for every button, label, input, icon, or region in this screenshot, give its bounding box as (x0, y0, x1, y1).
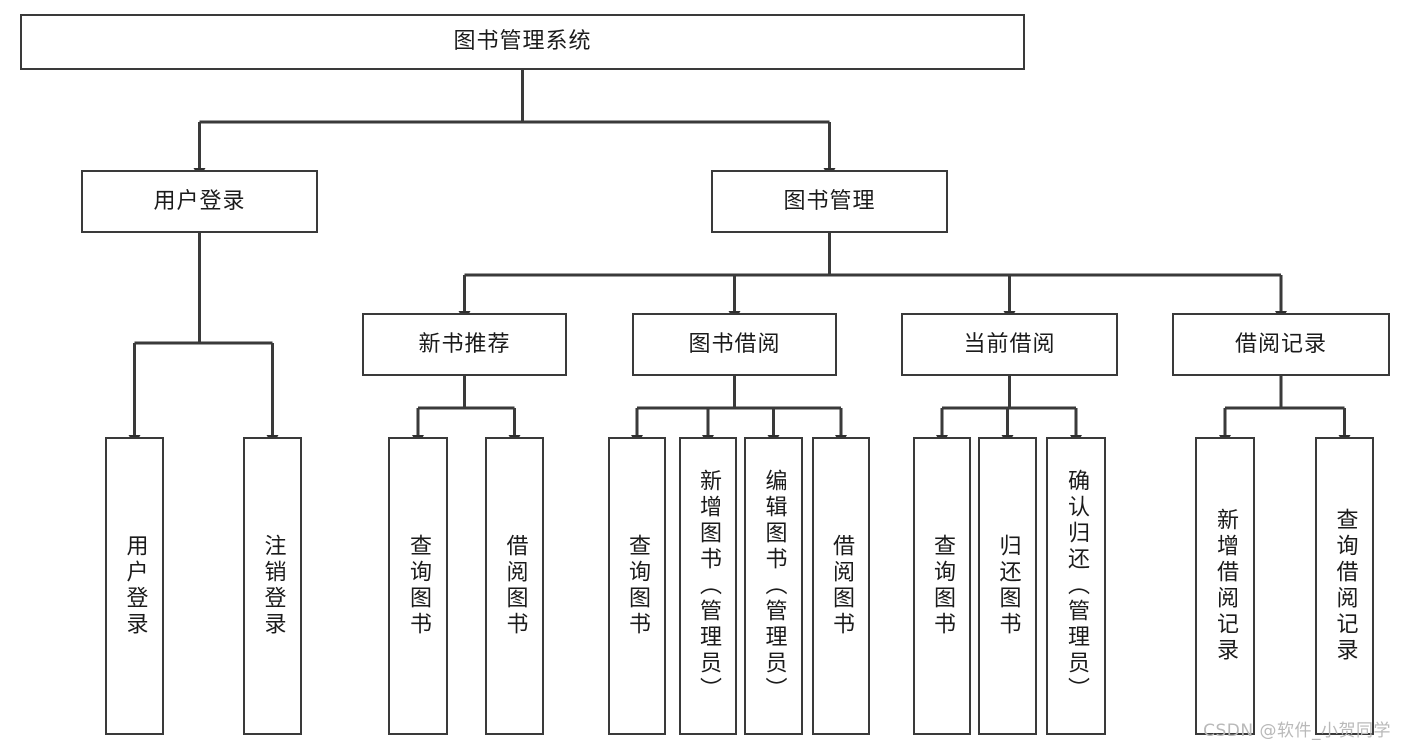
node-leaf-add-book-label: 新增图书（管理员） (696, 469, 721, 703)
node-current-borrow-label: 当前借阅 (963, 331, 1056, 357)
node-leaf-logout[interactable]: 注销登录 (243, 437, 302, 735)
node-leaf-user-login[interactable]: 用户登录 (105, 437, 164, 735)
node-root[interactable]: 图书管理系统 (20, 14, 1025, 70)
node-new-book-recommend-label: 新书推荐 (418, 331, 511, 357)
node-leaf-add-book[interactable]: 新增图书（管理员） (679, 437, 737, 735)
node-leaf-add-record-label: 新增借阅记录 (1213, 508, 1238, 664)
watermark: CSDN @软件_小贺同学 (1203, 721, 1391, 741)
node-leaf-edit-book[interactable]: 编辑图书（管理员） (744, 437, 803, 735)
node-leaf-add-record[interactable]: 新增借阅记录 (1195, 437, 1255, 735)
node-leaf-query-record-label: 查询借阅记录 (1332, 508, 1358, 664)
node-leaf-query-book-2-label: 查询图书 (625, 534, 650, 638)
node-book-manage-label: 图书管理 (783, 188, 876, 214)
node-leaf-query-book-1[interactable]: 查询图书 (388, 437, 448, 735)
node-borrow-record[interactable]: 借阅记录 (1172, 313, 1390, 376)
node-leaf-return-book[interactable]: 归还图书 (978, 437, 1037, 735)
node-leaf-confirm-return-label: 确认归还（管理员） (1064, 469, 1089, 703)
node-leaf-borrow-book-1[interactable]: 借阅图书 (485, 437, 544, 735)
node-leaf-user-login-label: 用户登录 (122, 534, 148, 638)
node-leaf-query-book-2[interactable]: 查询图书 (608, 437, 666, 735)
node-book-borrow[interactable]: 图书借阅 (632, 313, 837, 376)
node-book-borrow-label: 图书借阅 (688, 331, 781, 357)
node-leaf-confirm-return[interactable]: 确认归还（管理员） (1046, 437, 1106, 735)
node-user-login-label: 用户登录 (153, 188, 246, 214)
node-leaf-borrow-book-2[interactable]: 借阅图书 (812, 437, 870, 735)
node-leaf-logout-label: 注销登录 (260, 534, 286, 638)
node-leaf-query-book-3-label: 查询图书 (930, 534, 955, 638)
node-book-manage[interactable]: 图书管理 (711, 170, 948, 233)
node-leaf-edit-book-label: 编辑图书（管理员） (761, 469, 787, 703)
node-leaf-borrow-book-2-label: 借阅图书 (829, 534, 854, 638)
node-leaf-query-book-1-label: 查询图书 (406, 534, 431, 638)
node-leaf-borrow-book-1-label: 借阅图书 (502, 534, 528, 638)
node-leaf-query-record[interactable]: 查询借阅记录 (1315, 437, 1374, 735)
node-leaf-query-book-3[interactable]: 查询图书 (913, 437, 971, 735)
node-root-label: 图书管理系统 (453, 29, 592, 55)
node-user-login[interactable]: 用户登录 (81, 170, 318, 233)
node-borrow-record-label: 借阅记录 (1234, 331, 1327, 357)
node-new-book-recommend[interactable]: 新书推荐 (362, 313, 567, 376)
node-leaf-return-book-label: 归还图书 (995, 534, 1021, 638)
node-current-borrow[interactable]: 当前借阅 (901, 313, 1118, 376)
